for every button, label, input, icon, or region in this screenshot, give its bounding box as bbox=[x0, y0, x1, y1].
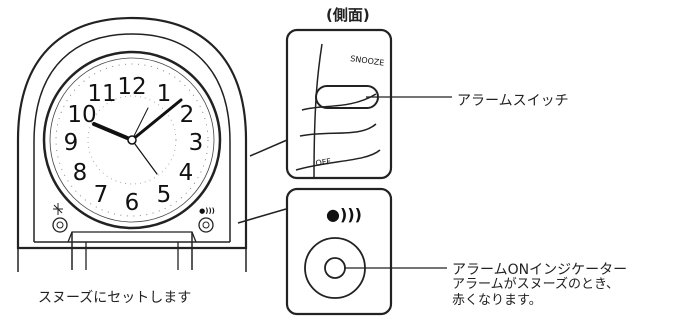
snooze-icon bbox=[53, 203, 63, 215]
callout-lines bbox=[345, 96, 452, 269]
numeral-8: 8 bbox=[73, 160, 88, 186]
snooze-caption: スヌーズにセットします bbox=[38, 290, 192, 306]
numeral-1: 1 bbox=[157, 81, 172, 107]
numeral-9: 9 bbox=[64, 130, 79, 156]
connector-lines bbox=[237, 139, 288, 224]
indicator-callout-line1: アラームがスヌーズのとき、 bbox=[452, 277, 620, 292]
snooze-button bbox=[52, 203, 68, 233]
clock-body bbox=[16, 16, 248, 272]
indicator-symbol: ●))) bbox=[326, 205, 362, 224]
numeral-7: 7 bbox=[94, 182, 109, 208]
second-hand bbox=[131, 139, 158, 175]
minute-hand bbox=[130, 98, 183, 142]
alarm-switch-label: アラームスイッチ bbox=[457, 93, 569, 109]
off-label: OFF bbox=[315, 157, 332, 168]
numeral-11: 11 bbox=[87, 81, 116, 107]
numeral-2: 2 bbox=[180, 102, 195, 128]
numeral-12: 12 bbox=[117, 74, 146, 100]
clock-indicator: ●))) bbox=[198, 207, 215, 233]
clock-hands bbox=[92, 98, 183, 175]
alarm-hand bbox=[131, 107, 149, 141]
indicator-callout-title: アラームONインジケーター bbox=[452, 262, 628, 278]
indicator-callout-desc: アラームがスヌーズのとき、 赤くなります。 bbox=[452, 277, 682, 309]
numeral-4: 4 bbox=[179, 160, 194, 186]
hour-hand bbox=[92, 122, 134, 142]
indicator-callout-line2: 赤くなります。 bbox=[452, 293, 542, 308]
numeral-6: 6 bbox=[125, 190, 140, 216]
indicator-led bbox=[324, 257, 346, 279]
numeral-10: 10 bbox=[67, 102, 96, 128]
indicator-panel: ●))) bbox=[285, 187, 393, 316]
alarm-indicator-icon: ●))) bbox=[199, 207, 215, 215]
numeral-5: 5 bbox=[157, 182, 172, 208]
clock-numerals: 12 1 2 3 4 5 6 7 8 9 10 11 bbox=[64, 74, 204, 216]
side-view-title: (側面) bbox=[326, 6, 370, 24]
numeral-3: 3 bbox=[189, 130, 204, 156]
side-view-panel: SNOOZE OFF bbox=[285, 28, 393, 180]
